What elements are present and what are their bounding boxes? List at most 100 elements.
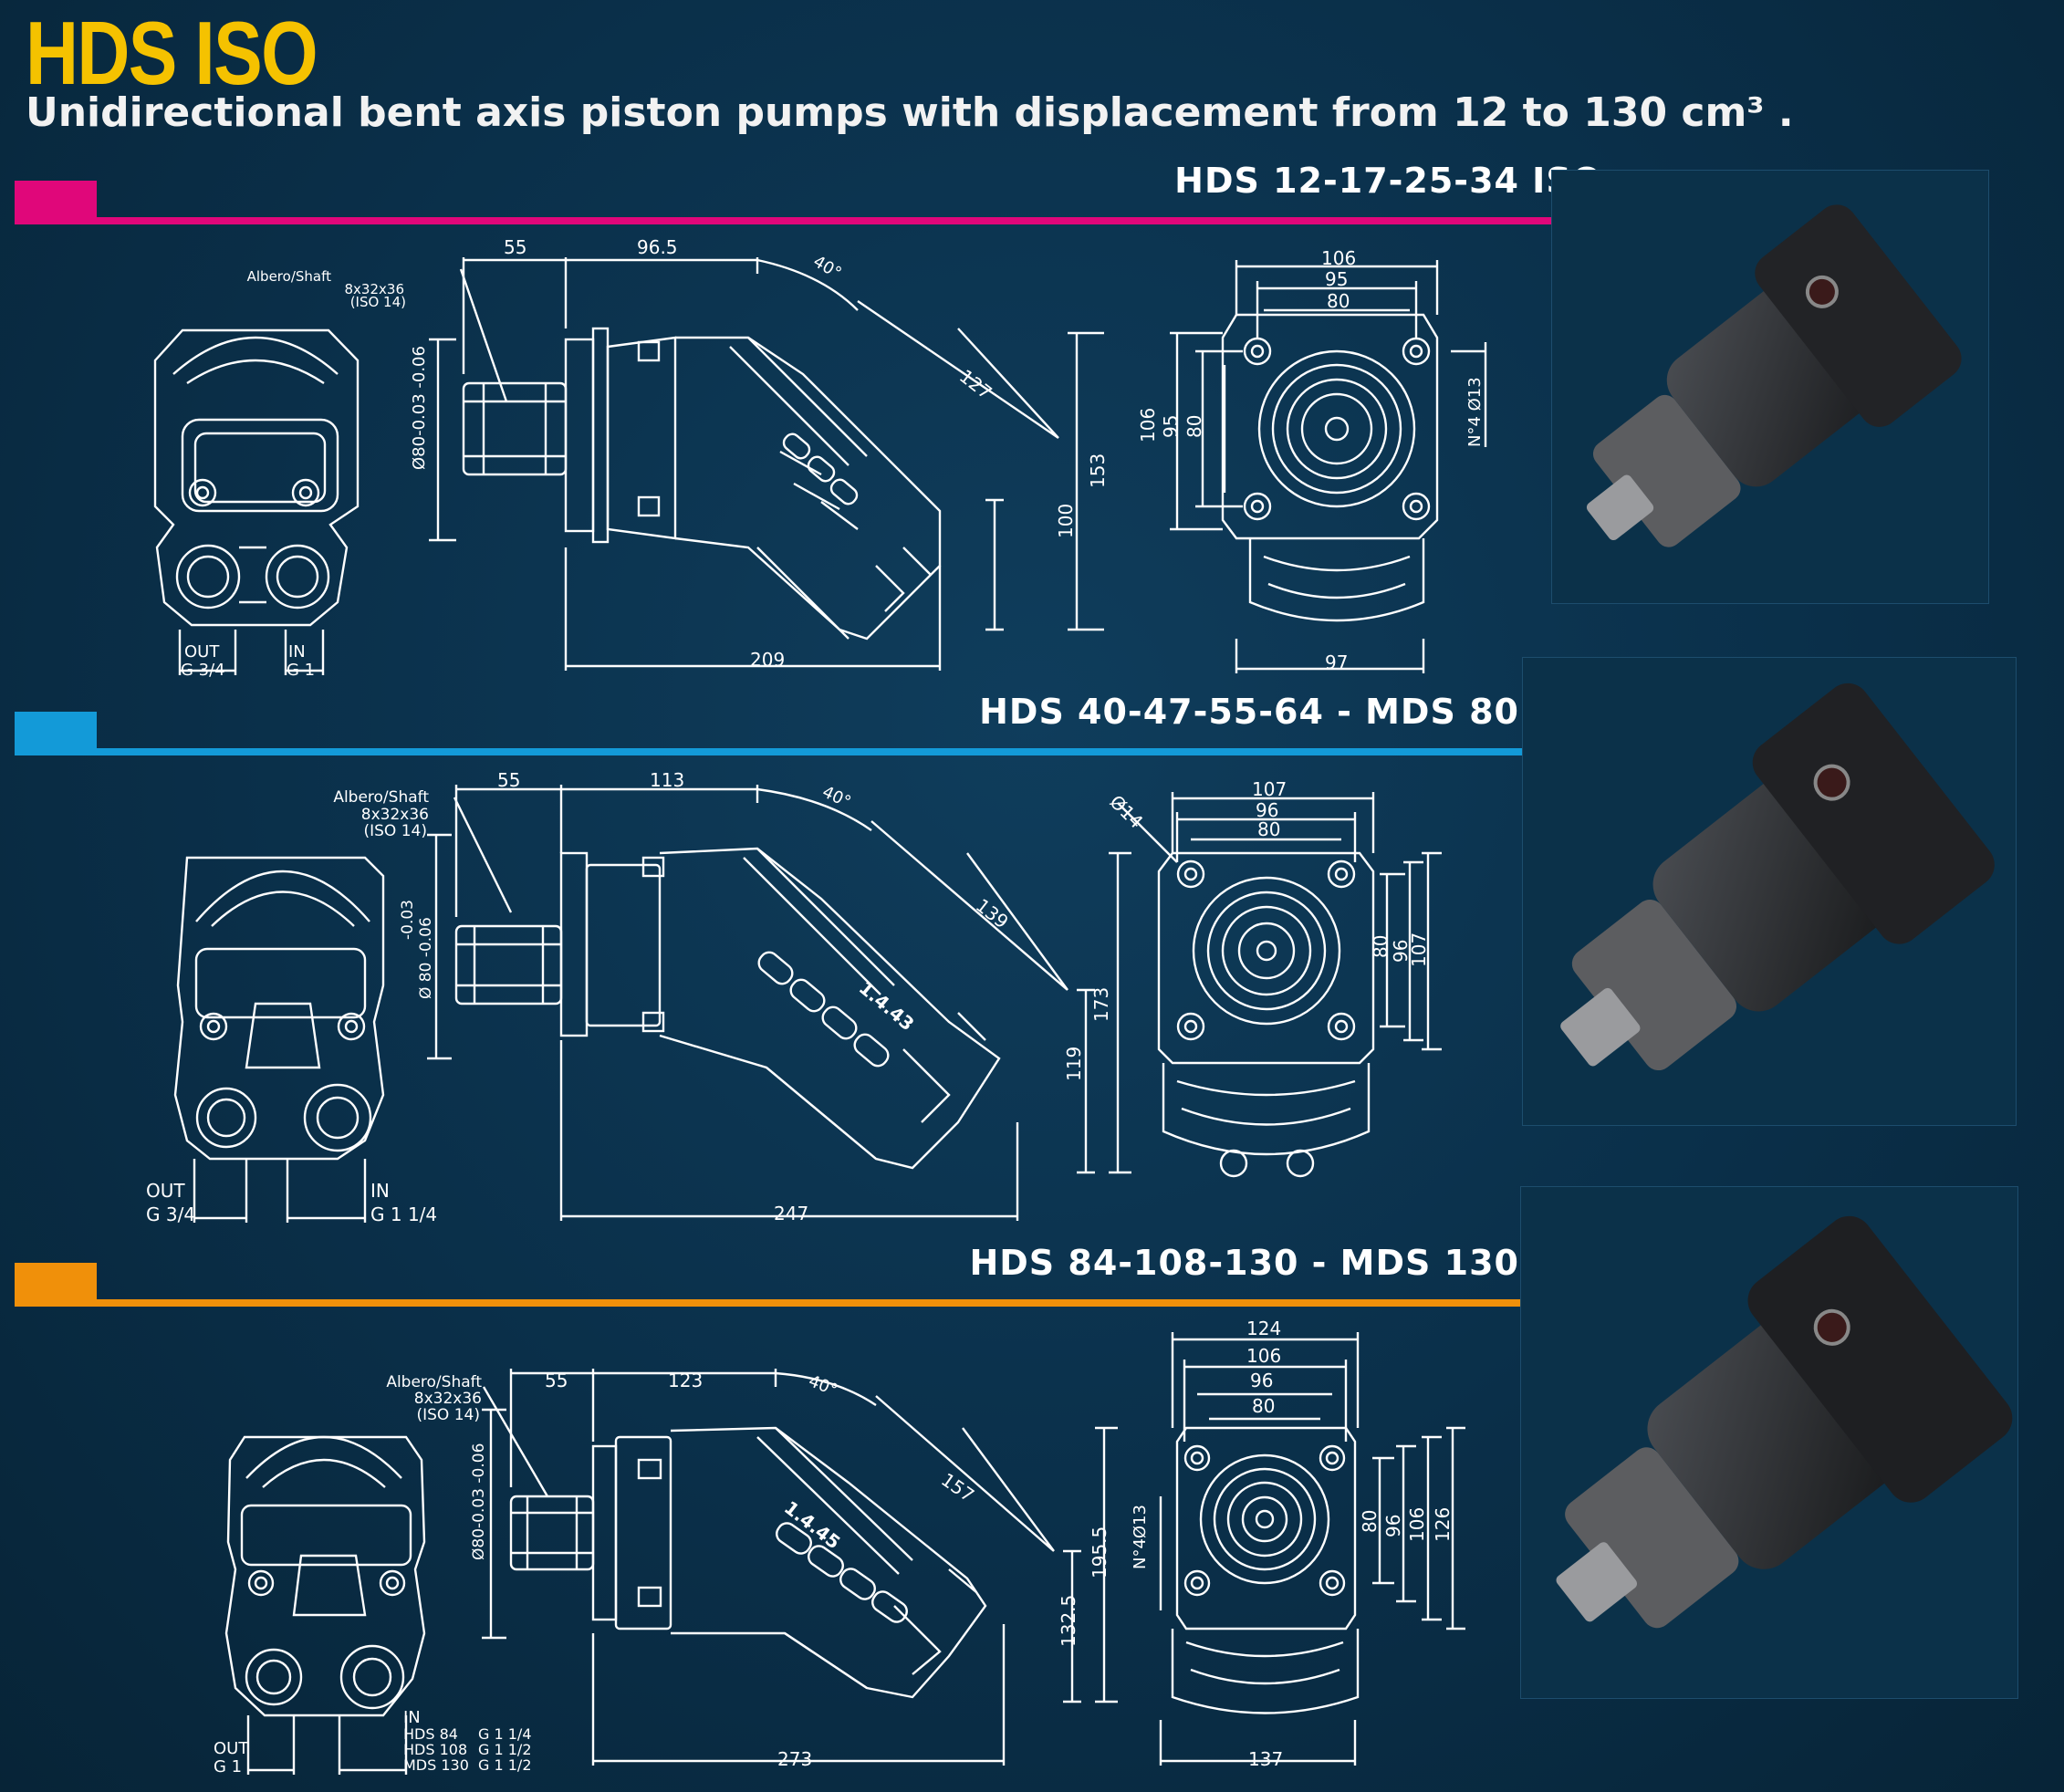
dim-965-1: 96.5: [637, 236, 678, 258]
dim-106-3: 106: [1246, 1345, 1281, 1367]
shaft-label-2c: (ISO 14): [364, 822, 428, 840]
dim-123-3: 123: [668, 1370, 703, 1391]
dim-113-2: 113: [650, 769, 684, 791]
dim-angle-1: 40°: [810, 252, 845, 283]
dim-80-3: 80: [1252, 1395, 1275, 1417]
in-table-size-3: G 1 1/2: [478, 1756, 532, 1774]
page-subtitle: Unidirectional bent axis piston pumps wi…: [26, 89, 1794, 136]
dim-157-3: 157: [937, 1468, 978, 1506]
shaft-label-1b: 8x32x36: [345, 281, 404, 297]
dim-95-1: 95: [1325, 268, 1348, 290]
front-view-2: [427, 785, 1131, 1221]
shaft-label-3a: Albero/Shaft: [386, 1373, 482, 1391]
in-table-size-2: G 1 1/2: [478, 1741, 532, 1758]
flange-shape: [1592, 394, 1741, 547]
port-out-name-3: OUT: [214, 1739, 249, 1758]
section-title-1: HDS 12-17-25-34 ISO: [1174, 161, 1602, 201]
dim-247-2: 247: [774, 1203, 808, 1224]
shaft-label-2a: Albero/Shaft: [333, 788, 429, 807]
port-out-size-3: G 1: [214, 1757, 242, 1776]
dim-diam-3: Ø80-0.03 -0.06: [470, 1443, 488, 1560]
side-view-3: [224, 1435, 426, 1775]
section-bar-line: [97, 748, 1633, 755]
front-view-1: [429, 257, 1104, 671]
section-bar-block: [15, 712, 97, 755]
dim-1325-3: 132.5: [1058, 1595, 1079, 1647]
dim-137-3: 137: [1248, 1748, 1283, 1770]
dim-55-1: 55: [504, 236, 526, 258]
dim-holes-1: N°4 Ø13: [1465, 377, 1485, 447]
product-photo-1: [1551, 170, 1989, 604]
dim-106v-3: 106: [1406, 1507, 1428, 1542]
dim-209-1: 209: [750, 649, 785, 671]
end-view-3: [1159, 1332, 1465, 1766]
port-in-name-1: IN: [288, 642, 306, 662]
section-bar-2: HDS 40-47-55-64 - MDS 80 ISO: [15, 692, 1644, 761]
dim-119-2: 119: [1063, 1047, 1085, 1081]
dim-55-2: 55: [497, 769, 520, 791]
port-out-name-1: OUT: [184, 642, 220, 662]
dim-80-2: 80: [1257, 818, 1280, 840]
port-in-name-2: IN: [370, 1180, 390, 1202]
end-view-2: [1117, 792, 1442, 1178]
port-in-size-2: G 1 1/4: [370, 1203, 437, 1225]
product-photo-2: [1522, 657, 2017, 1126]
shaft-label-3b: 8x32x36: [414, 1390, 482, 1408]
dim-124-3: 124: [1246, 1318, 1281, 1339]
dim-97-1: 97: [1325, 651, 1348, 673]
dim-96-3: 96: [1250, 1370, 1273, 1391]
page-title: HDS ISO: [26, 3, 318, 103]
section-title-3: HDS 84-108-130 - MDS 130 ISO: [969, 1243, 1602, 1283]
dim-1955-3: 195.5: [1089, 1526, 1110, 1578]
in-table-model-3: MDS 130: [403, 1756, 469, 1774]
dim-273-3: 273: [777, 1748, 812, 1770]
dim-diamtop-2: -0.03: [399, 900, 417, 940]
port-out-name-2: OUT: [146, 1180, 185, 1202]
dim-diam-1: Ø80-0.03 -0.06: [410, 346, 429, 470]
dim-80-1: 80: [1327, 290, 1350, 312]
section-bar-1: HDS 12-17-25-34 ISO: [15, 161, 1644, 230]
casting-mark-2: 1.4.43: [855, 976, 919, 1035]
section-bar-block: [15, 1263, 97, 1307]
in-table-size-1: G 1 1/4: [478, 1725, 532, 1743]
shaft-label-1a: Albero/Shaft: [247, 268, 331, 285]
dim-126v-3: 126: [1432, 1507, 1454, 1542]
section-bar-line: [97, 1299, 1633, 1307]
dim-diam-2: Ø 80 -0.06: [417, 917, 435, 999]
section-bar-3: HDS 84-108-130 - MDS 130 ISO: [15, 1243, 1644, 1312]
dim-106-1: 106: [1321, 247, 1356, 269]
dim-139-2: 139: [972, 894, 1013, 932]
dim-55-3: 55: [545, 1370, 568, 1391]
shaft-label-1c: (ISO 14): [350, 294, 406, 310]
front-view-3: [482, 1369, 1118, 1766]
end-view-1: [1170, 260, 1487, 673]
dim-100-1: 100: [1055, 504, 1077, 538]
dim-107v-2: 107: [1408, 932, 1430, 967]
dim-80v-1: 80: [1183, 415, 1205, 438]
shaft-label-2b: 8x32x36: [361, 806, 429, 824]
port-out-size-1: G 3/4: [181, 661, 225, 680]
casting-mark-3: 1.4.45: [780, 1496, 845, 1554]
dim-106v-1: 106: [1137, 408, 1159, 443]
side-view-1: [153, 328, 360, 675]
section-title-2: HDS 40-47-55-64 - MDS 80 ISO: [979, 692, 1602, 732]
side-view-2: [173, 856, 385, 1223]
dim-angle-2: 40°: [819, 782, 854, 812]
shaft-label-3c: (ISO 14): [417, 1406, 481, 1424]
dim-173-2: 173: [1090, 987, 1112, 1022]
dim-107-2: 107: [1252, 778, 1287, 800]
dim-80v-3: 80: [1359, 1510, 1381, 1533]
dim-95v-1: 95: [1160, 415, 1182, 438]
section-bar-line: [97, 217, 1633, 224]
in-table-model-1: HDS 84: [403, 1725, 458, 1743]
in-table-model-2: HDS 108: [403, 1741, 467, 1758]
section-bar-block: [15, 181, 97, 224]
dim-96-2: 96: [1256, 799, 1278, 821]
shaft-shape: [1586, 474, 1654, 541]
dim-angle-3: 40°: [806, 1371, 839, 1400]
dim-holes-3: N°4Ø13: [1131, 1505, 1150, 1569]
dim-153-1: 153: [1087, 453, 1109, 488]
port-out-size-2: G 3/4: [146, 1203, 195, 1225]
port-in-name-3: IN: [403, 1708, 421, 1727]
